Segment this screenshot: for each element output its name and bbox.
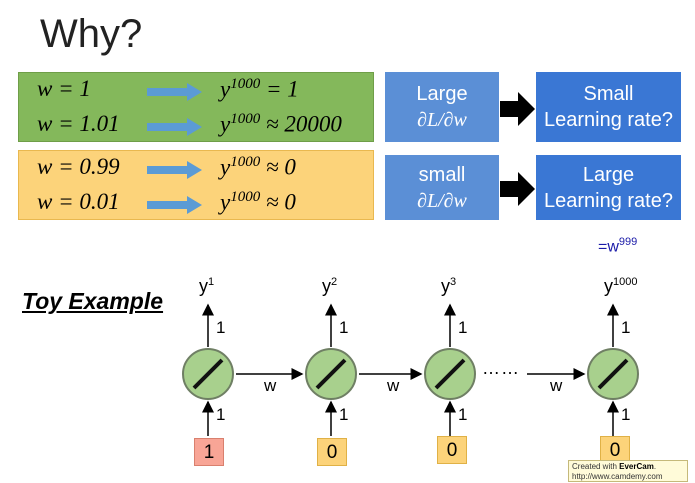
input-weight-4: 1 — [621, 405, 631, 424]
small-gradient-box: small ∂L/∂w — [385, 155, 499, 220]
up-weight-4: 1 — [621, 318, 631, 337]
orange-row-2: w = 0.01 y1000 ≈ 0 — [19, 186, 373, 221]
green-row-1-lhs: w = 1 — [37, 76, 91, 101]
neuron-node-2 — [305, 348, 357, 400]
black-arrow-icon — [500, 92, 535, 126]
evercam-watermark: Created with EverCam. http://www.camdemy… — [568, 460, 688, 482]
orange-row-2-rhs: y1000 ≈ 0 — [220, 189, 296, 215]
output-label-1: y1 — [199, 276, 215, 296]
black-arrow-icon — [500, 172, 535, 206]
up-weight-3: 1 — [458, 318, 468, 337]
right-arrow-icon — [147, 161, 202, 179]
input-box-2: 0 — [317, 438, 347, 466]
orange-row-1-lhs: w = 0.99 — [37, 154, 120, 179]
link-weight-2: w — [387, 376, 400, 395]
green-row-2: w = 1.01 y1000 ≈ 20000 — [19, 108, 373, 143]
neuron-node-3 — [424, 348, 476, 400]
large-gradient-line2: ∂L/∂w — [417, 109, 467, 131]
small-lr-line2: Learning rate? — [544, 109, 673, 131]
large-gradient-line1: Large — [416, 83, 468, 105]
output-label-4: y1000 — [604, 276, 638, 296]
page-title: Why? — [40, 12, 143, 56]
toy-example-label: Toy Example — [22, 288, 164, 314]
small-gradient-line2: ∂L/∂w — [417, 189, 467, 212]
input-box-3: 0 — [437, 436, 467, 464]
neuron-node-4 — [587, 348, 639, 400]
input-box-1: 1 — [194, 438, 224, 466]
green-row-1-rhs: y1000 = 1 — [220, 76, 299, 102]
right-arrow-icon — [147, 83, 202, 101]
input-weight-1: 1 — [216, 405, 226, 424]
output-label-3: y3 — [441, 276, 457, 296]
right-arrow-icon — [147, 118, 202, 136]
green-panel: w = 1 y1000 = 1 w = 1.01 y1000 ≈ 20000 — [18, 72, 374, 142]
right-arrow-icon — [147, 196, 202, 214]
neuron-node-1 — [182, 348, 234, 400]
w-power-label: =w999 — [598, 236, 638, 256]
orange-row-1-rhs: y1000 ≈ 0 — [220, 154, 296, 180]
up-weight-2: 1 — [339, 318, 349, 337]
small-learning-rate-box: Small Learning rate? — [536, 72, 681, 142]
link-weight-3: w — [550, 376, 563, 395]
orange-panel: w = 0.99 y1000 ≈ 0 w = 0.01 y1000 ≈ 0 — [18, 150, 374, 220]
green-row-2-rhs: y1000 ≈ 20000 — [220, 111, 342, 137]
orange-row-2-lhs: w = 0.01 — [37, 189, 120, 214]
large-lr-line2: Learning rate? — [544, 189, 673, 212]
output-label-2: y2 — [322, 276, 338, 296]
up-weight-1: 1 — [216, 318, 226, 337]
ellipsis: …… — [482, 358, 520, 378]
small-gradient-line1: small — [418, 163, 466, 186]
small-lr-line1: Small — [583, 83, 634, 105]
green-row-1: w = 1 y1000 = 1 — [19, 73, 373, 108]
orange-row-1: w = 0.99 y1000 ≈ 0 — [19, 151, 373, 186]
large-lr-line1: Large — [582, 163, 635, 186]
large-learning-rate-box: Large Learning rate? — [536, 155, 681, 220]
input-weight-3: 1 — [458, 405, 468, 424]
input-weight-2: 1 — [339, 405, 349, 424]
large-gradient-box: Large ∂L/∂w — [385, 72, 499, 142]
green-row-2-lhs: w = 1.01 — [37, 111, 120, 136]
link-weight-1: w — [264, 376, 277, 395]
